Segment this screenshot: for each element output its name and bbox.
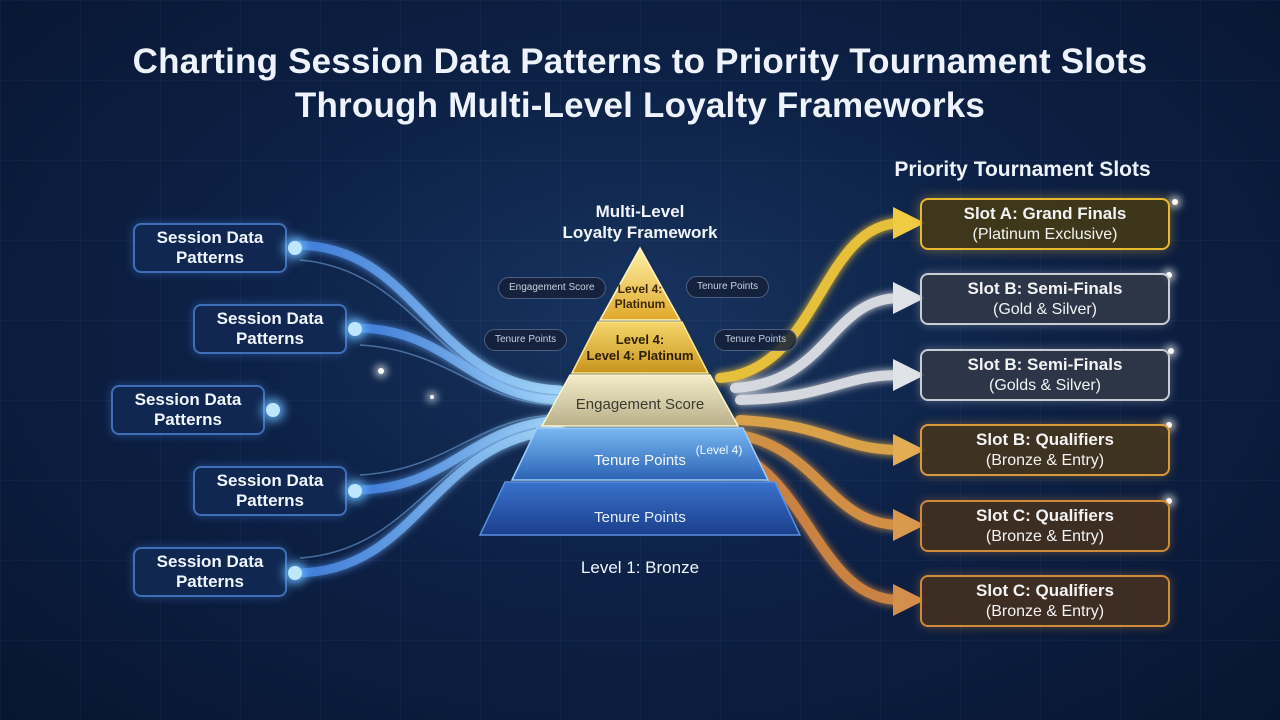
source-label-line-2: Patterns (235, 491, 304, 510)
pill-tenure-points: Tenure Points (686, 276, 770, 298)
slot-qualifiers[interactable]: Slot B: Qualifiers (Bronze & Entry) (920, 424, 1170, 476)
slot-subtitle: (Bronze & Entry) (985, 452, 1105, 469)
source-label-line-2: Patterns (235, 329, 304, 348)
outgoing-arrowheads (893, 207, 925, 616)
slot-subtitle: (Platinum Exclusive) (972, 226, 1118, 243)
sparkle (1168, 348, 1174, 354)
source-label-line-1: Session Data (216, 309, 324, 328)
thin-flow-line (299, 424, 561, 559)
slot-semi-finals[interactable]: Slot B: Semi-Finals (Golds & Silver) (920, 349, 1170, 401)
slot-semi-finals[interactable]: Slot B: Semi-Finals (Gold & Silver) (920, 273, 1170, 325)
tier-2-label-line-2: Level 4: Platinum (586, 348, 694, 363)
arrowhead (893, 509, 925, 541)
pill-engagement-score: Engagement Score (498, 277, 606, 299)
slot-grand-finals[interactable]: Slot A: Grand Finals (Platinum Exclusive… (920, 198, 1170, 250)
source-label-line-2: Patterns (175, 248, 244, 267)
flow-line-gold (715, 218, 905, 383)
slot-qualifiers[interactable]: Slot C: Qualifiers (Bronze & Entry) (920, 575, 1170, 627)
tier-2-label-line-1: Level 4: (615, 332, 665, 347)
slot-subtitle: (Golds & Silver) (988, 377, 1102, 394)
slot-name: Slot A: Grand Finals (963, 204, 1127, 223)
flow-line-copper (735, 430, 905, 530)
sparkle (1172, 199, 1178, 205)
tier-top-label: Level 4: Platinum (590, 282, 690, 312)
loyalty-pyramid (478, 246, 802, 536)
sparkle (430, 395, 434, 399)
framework-title-line-1: Multi-Level (595, 202, 685, 221)
incoming-thin-lines (299, 259, 561, 559)
slot-name: Slot C: Qualifiers (976, 581, 1114, 600)
slot-subtitle: (Bronze & Entry) (985, 528, 1105, 545)
flow-line-amber (735, 415, 905, 455)
title-line-1: Charting Session Data Patterns to Priori… (132, 42, 1148, 81)
arrowhead (893, 207, 925, 239)
slot-name: Slot B: Semi-Finals (967, 355, 1123, 374)
slot-qualifiers[interactable]: Slot C: Qualifiers (Bronze & Entry) (920, 500, 1170, 552)
source-label-line-1: Session Data (156, 228, 264, 247)
connector-node (288, 566, 302, 580)
source-label-line-2: Patterns (153, 410, 222, 429)
connector-node (266, 403, 280, 417)
thin-flow-line (299, 259, 561, 396)
arrowhead (893, 434, 925, 466)
connector-node (288, 241, 302, 255)
slot-subtitle: (Gold & Silver) (992, 301, 1098, 318)
flow-line (290, 240, 565, 395)
tier-3-label: Engagement Score (575, 396, 705, 413)
incoming-flows (267, 240, 565, 578)
pyramid-tier-top (598, 246, 682, 321)
sparkle (1166, 498, 1172, 504)
thin-flow-line (359, 414, 561, 476)
connector-node (348, 322, 362, 336)
sparkle (1166, 272, 1172, 278)
sparkle (1166, 422, 1172, 428)
source-label-line-1: Session Data (156, 552, 264, 571)
arrowhead (893, 584, 925, 616)
slot-name: Slot C: Qualifiers (976, 506, 1114, 525)
framework-title: Multi-Level Loyalty Framework (520, 201, 760, 243)
source-label-line-1: Session Data (216, 471, 324, 490)
pyramid-tier-2 (570, 321, 710, 374)
flow-line-silver (735, 370, 905, 405)
slots-title: Priority Tournament Slots (894, 158, 1151, 181)
thin-flow-line (359, 344, 561, 406)
slot-name: Slot B: Semi-Finals (967, 279, 1123, 298)
pill-tenure-points: Tenure Points (484, 329, 568, 351)
tier-top-label-line-1: Level 4: (617, 282, 663, 296)
source-label-line-1: Session Data (134, 390, 242, 409)
slot-subtitle: (Bronze & Entry) (985, 603, 1105, 620)
pyramid-tier-3 (540, 374, 740, 427)
flow-line (290, 425, 565, 578)
tier-2-label: Level 4: Level 4: Platinum (560, 332, 720, 364)
framework-title-line-2: Loyalty Framework (562, 223, 718, 242)
sparkle (378, 368, 384, 374)
tier-top-label-line-2: Platinum (614, 297, 666, 311)
arrowhead (893, 282, 925, 314)
tier-4-note: (Level 4) (695, 443, 743, 457)
slot-name: Slot B: Qualifiers (976, 430, 1114, 449)
flow-line (350, 323, 565, 405)
pyramid-base-caption: Level 1: Bronze (580, 558, 700, 577)
source-label-line-2: Patterns (175, 572, 244, 591)
arrowhead (893, 359, 925, 391)
pyramid-tier-base (478, 481, 802, 536)
pyramid-tier-4 (510, 427, 770, 481)
tier-base-label: Tenure Points (594, 509, 686, 526)
title-line-2: Through Multi-Level Loyalty Frameworks (294, 86, 986, 125)
pill-tenure-points: Tenure Points (714, 329, 798, 351)
connector-node (348, 484, 362, 498)
flow-line-silver (730, 293, 905, 393)
flow-line (350, 415, 565, 495)
page-title: Charting Session Data Patterns to Priori… (0, 40, 1280, 128)
tier-4-label: Tenure Points (594, 452, 686, 469)
